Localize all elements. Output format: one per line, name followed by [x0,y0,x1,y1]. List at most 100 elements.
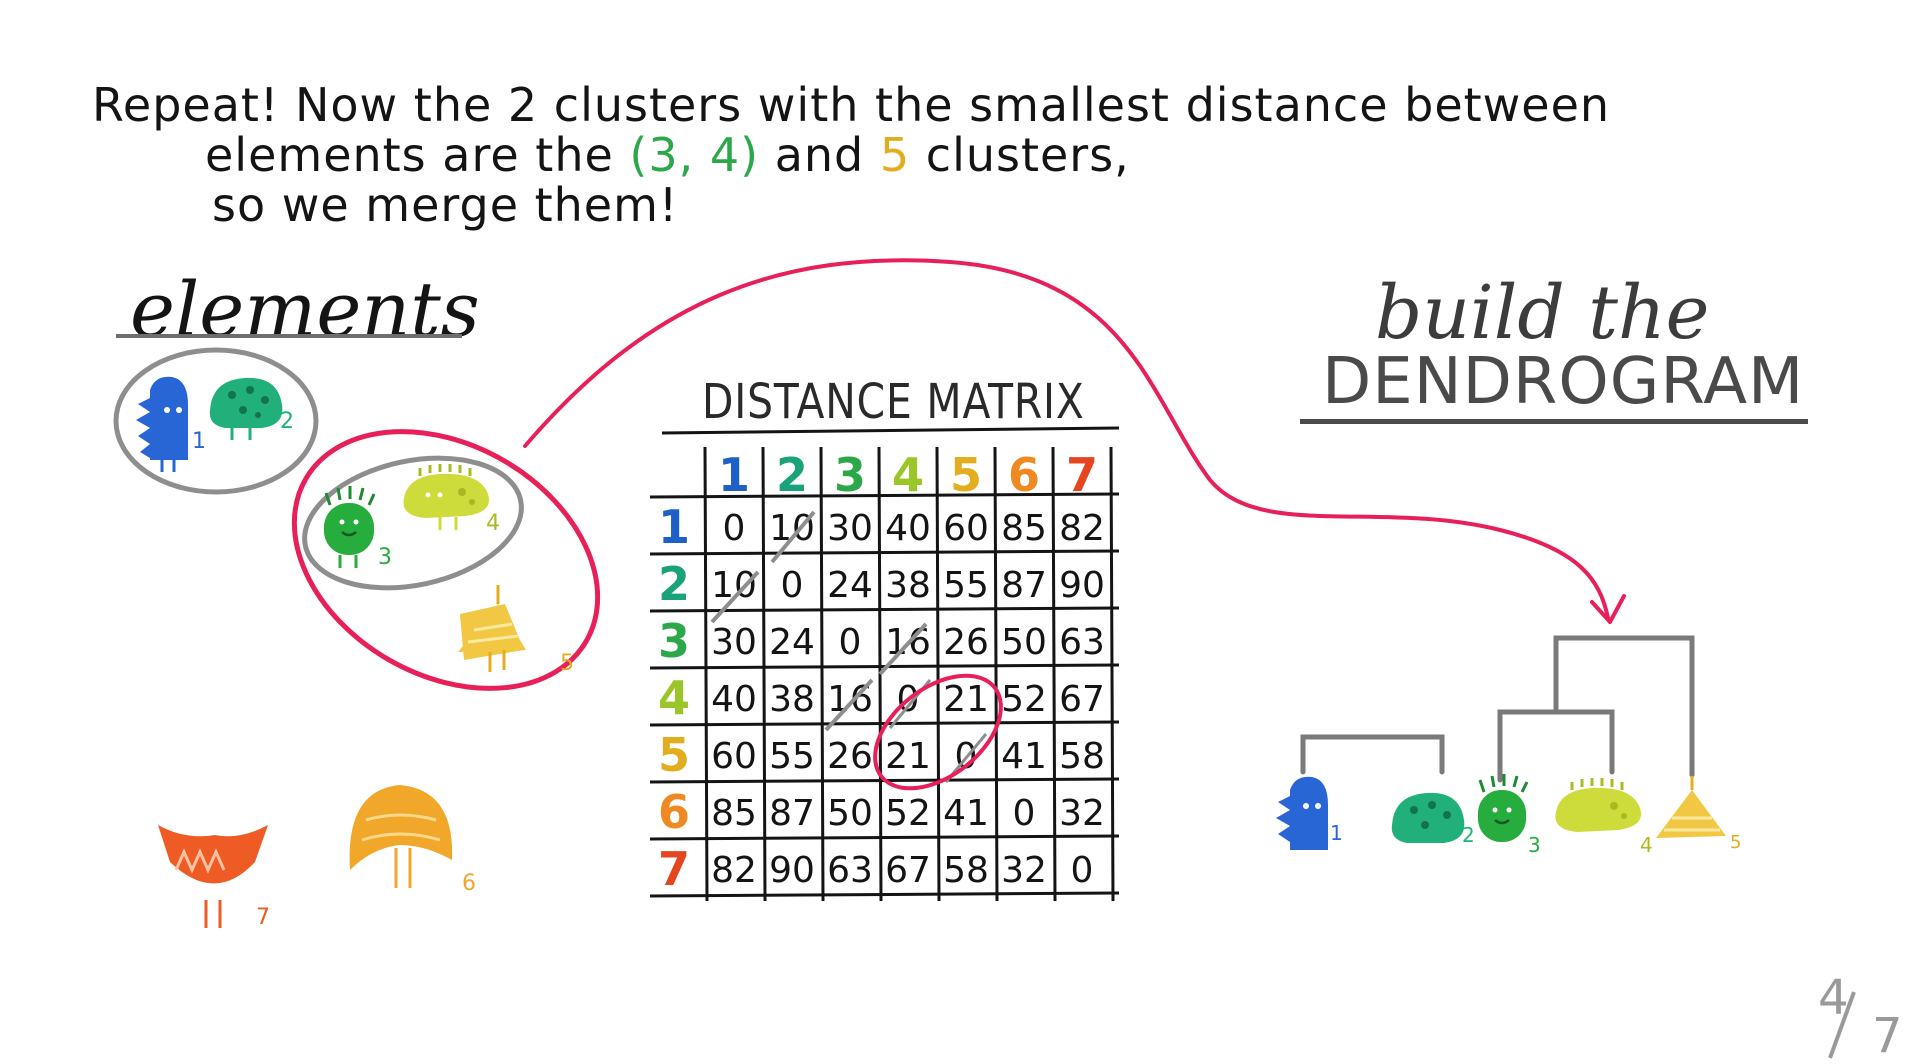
matrix-col-label: 5 [950,448,982,502]
matrix-row-line [649,549,1120,556]
matrix-cell: 24 [827,565,873,606]
matrix-cell: 38 [769,679,815,720]
cluster-1-2-outline [113,347,319,495]
dendro-creature-5-icon [1656,776,1726,838]
matrix-cell: 41 [943,793,989,834]
matrix-cell: 58 [1059,736,1105,777]
matrix-cell: 87 [1001,565,1047,606]
matrix-col-label: 4 [892,448,924,502]
creature-2-icon [209,377,283,440]
matrix-cell: 0 [1071,850,1094,891]
creature-7-icon [158,825,268,928]
matrix-cell: 30 [827,508,873,549]
creature-5-icon [458,585,526,672]
elements-underline [116,334,462,338]
matrix-col-label: 3 [834,448,866,502]
matrix-col-line [993,446,999,902]
matrix-row-label: 3 [658,614,690,668]
dendro-creature-4-label: 4 [1640,833,1653,857]
header-line-2-e: clusters, [910,128,1130,182]
matrix-col-line [1051,446,1057,902]
matrix-cell: 32 [1059,793,1105,834]
dendrogram-link-3-4 [1497,709,1615,783]
cluster-34-text: (3, 4) [629,128,760,182]
matrix-cell: 0 [839,622,862,663]
matrix-cell: 52 [1001,679,1047,720]
distance-matrix-cells: 0103040608582100243855879030240162650634… [711,508,1105,891]
matrix-cell: 41 [1001,736,1047,777]
matrix-row-label: 7 [658,842,690,896]
matrix-cell: 60 [711,736,757,777]
merge-arrow-head [1590,594,1626,624]
matrix-row-label: 6 [658,785,690,839]
matrix-row-label: 5 [658,728,690,782]
matrix-cell: 50 [827,793,873,834]
matrix-cell: 38 [885,565,931,606]
matrix-cell: 26 [827,736,873,777]
matrix-cell: 82 [1059,508,1105,549]
matrix-cell: 85 [1001,508,1047,549]
creature-1-label: 1 [192,429,206,454]
matrix-cell: 67 [1059,679,1105,720]
creature-2-label: 2 [280,409,294,434]
matrix-cell: 40 [885,508,931,549]
matrix-cell: 63 [1059,622,1105,663]
matrix-col-label: 7 [1066,448,1098,502]
creature-3-icon [324,486,376,568]
matrix-cell: 60 [943,508,989,549]
page-total: 7 [1872,1008,1903,1064]
matrix-cell: 50 [1001,622,1047,663]
matrix-row-line [649,606,1120,613]
matrix-top-line [661,426,1120,435]
matrix-row-label: 4 [658,671,690,725]
matrix-col-line [935,446,941,902]
matrix-col-line [761,446,767,902]
min-distance-highlight [873,673,1003,791]
matrix-cell: 55 [943,565,989,606]
matrix-cell: 87 [769,793,815,834]
strike-1-2 [770,510,816,564]
matrix-cell: 24 [769,622,815,663]
creature-1-icon [136,376,188,472]
matrix-cell: 26 [943,622,989,663]
dendrogram-title: DENDROGRAM [1322,345,1805,419]
dendrogram-link-1-2 [1300,734,1445,775]
creature-7-label: 7 [256,905,270,930]
dendrogram-link-34-5 [1553,635,1695,778]
dendro-creature-4-icon [1555,778,1642,832]
matrix-col-label: 2 [776,448,808,502]
dendrogram [1300,635,1695,783]
dendro-creature-2-icon [1391,792,1465,843]
matrix-cell: 67 [885,850,931,891]
matrix-cell: 0 [781,565,804,606]
matrix-col-line [1109,446,1115,902]
matrix-col-line [703,446,709,902]
header-line-3: so we merge them! [212,178,679,232]
header-line-1: Repeat! Now the 2 clusters with the smal… [92,78,1611,132]
creature-5-label: 5 [560,651,574,676]
cluster-5-text: 5 [879,128,911,182]
matrix-cell: 63 [827,850,873,891]
matrix-cell: 55 [769,736,815,777]
matrix-cell: 90 [1059,565,1105,606]
matrix-cell: 10 [769,508,815,549]
strike-2-1 [710,570,760,624]
matrix-col-label: 6 [1008,448,1040,502]
creature-4-icon [403,464,490,530]
header-line-2-a: elements are the [205,128,630,182]
matrix-row-label: 2 [658,557,690,611]
dendro-creature-3-label: 3 [1528,833,1541,857]
matrix-cell: 0 [723,508,746,549]
matrix-cell: 21 [885,736,931,777]
matrix-row-line [649,834,1120,841]
dendro-creature-1-icon [1276,776,1328,850]
matrix-cell: 21 [943,679,989,720]
dendro-creature-3-icon [1478,774,1529,842]
cluster-3-4-5-outline [291,429,601,691]
matrix-row-line [649,492,1120,499]
distance-matrix-title: DISTANCE MATRIX [702,374,1085,430]
matrix-cell: 58 [943,850,989,891]
matrix-cell: 40 [711,679,757,720]
